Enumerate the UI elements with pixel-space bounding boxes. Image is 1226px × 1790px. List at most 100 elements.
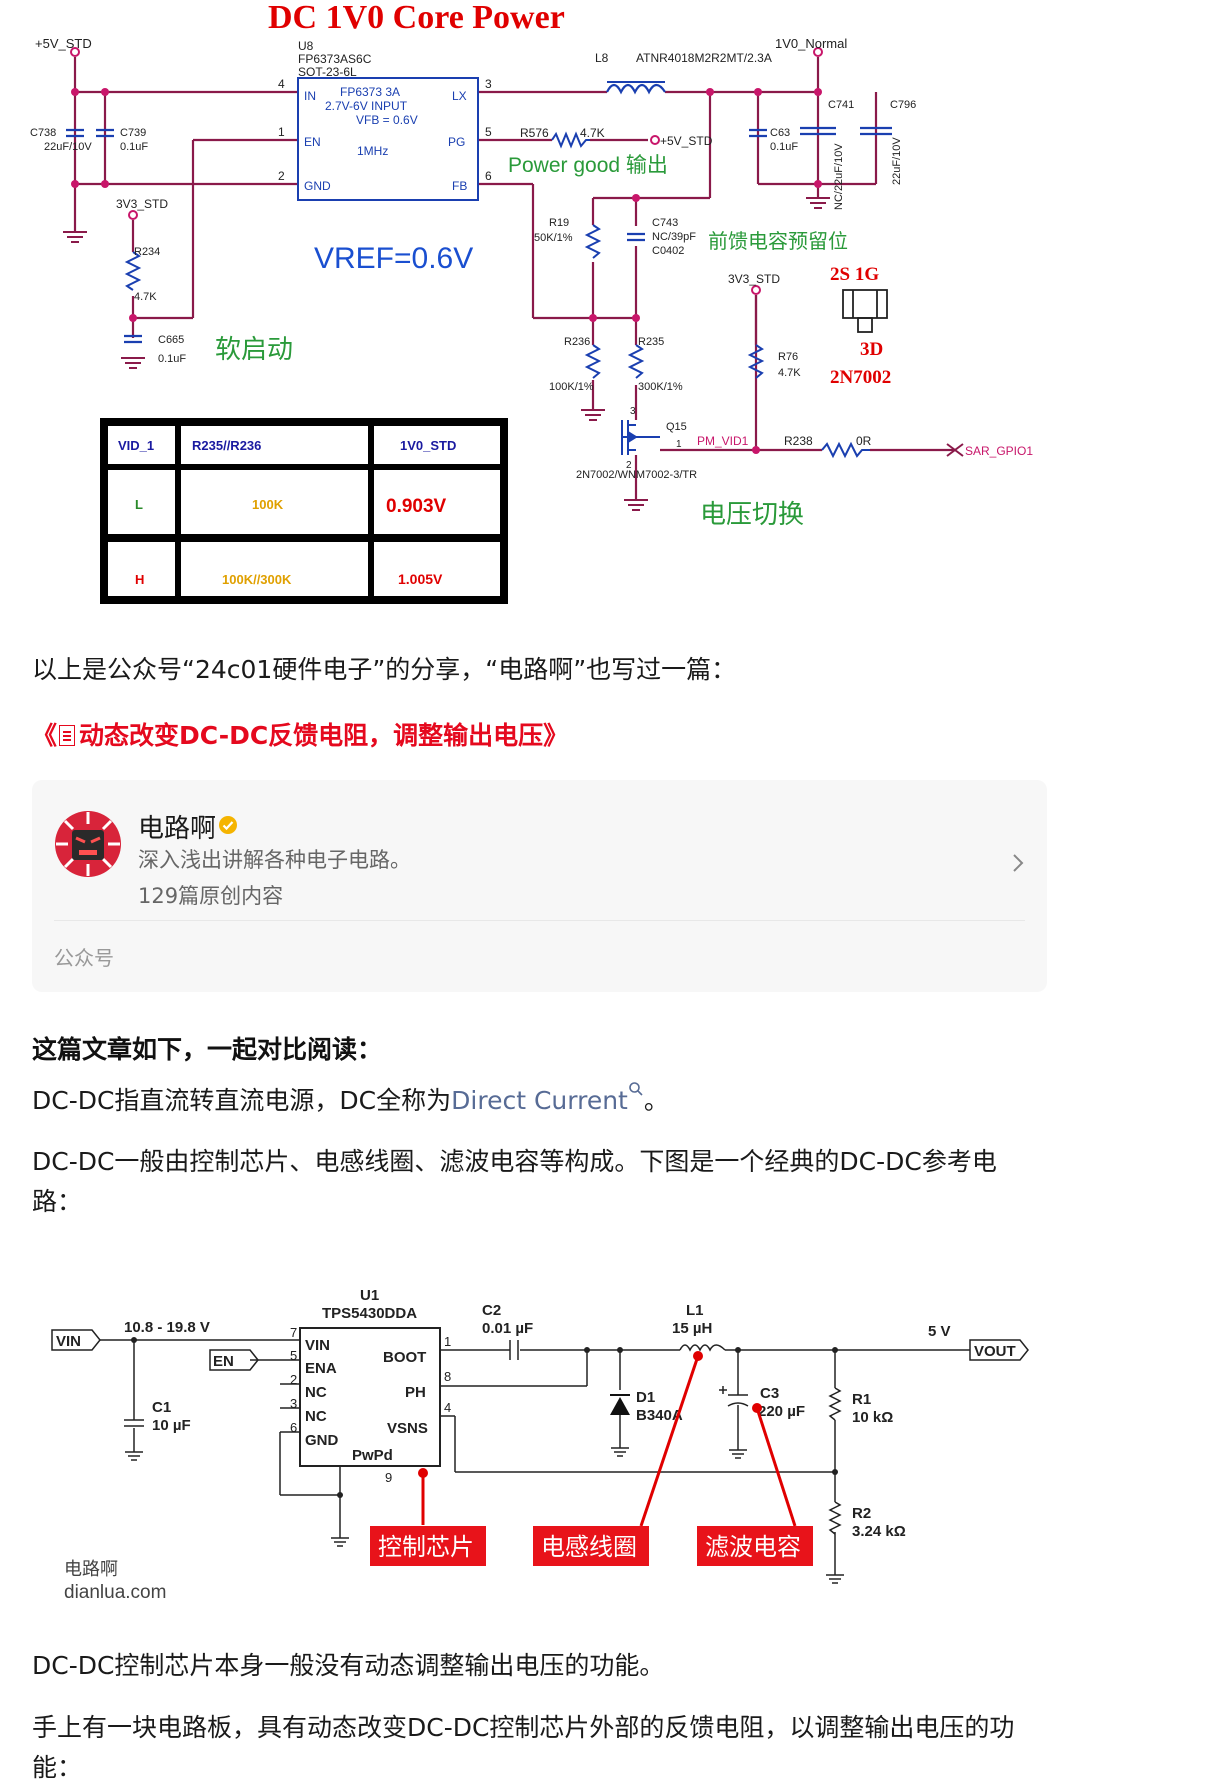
u1-part: TPS5430DDA	[322, 1305, 417, 1322]
paragraph-dc-definition: DC-DC指直流转直流电源，DC全称为Direct Current 。	[32, 1081, 669, 1121]
account-avatar	[55, 811, 121, 877]
r76-val: 4.7K	[778, 367, 801, 379]
c3-val: 220 µF	[758, 1403, 805, 1420]
paragraph-board-2: 能：	[32, 1753, 83, 1782]
pkg-label-2s-1g: 2S 1G	[830, 264, 879, 285]
u8-pin-num-3: 3	[485, 77, 492, 91]
q15-pin-g: 1	[676, 439, 682, 450]
link-title[interactable]: 动态改变DC-DC反馈电阻，调整输出电压	[79, 721, 544, 750]
r2-val: 3.24 kΩ	[852, 1523, 906, 1540]
l1-val: 15 µH	[672, 1320, 712, 1337]
net-5v-std: +5V_STD	[35, 36, 92, 51]
vid-table: VID_1 R235//R236 1V0_STD L 100K 0.903V H…	[100, 418, 508, 604]
u8-pin-num-2: 2	[278, 169, 285, 183]
sot23-package-outline	[842, 289, 888, 333]
d1-diode-symbol	[610, 1397, 630, 1415]
u8-block-freq: 1MHz	[357, 144, 388, 158]
u1-pin-nc: NC	[305, 1408, 327, 1425]
schematic-title: DC 1V0 Core Power	[268, 0, 565, 36]
r1-ref: R1	[852, 1391, 871, 1408]
account-article-count: 129篇原创内容	[138, 884, 284, 908]
r236-val: 100K/1%	[549, 381, 594, 393]
link-suffix: 》	[543, 721, 569, 750]
r19-ref: R19	[549, 217, 569, 229]
para1-text: DC-DC指直流转直流电源，DC全称为	[32, 1086, 452, 1115]
c739-val: 0.1uF	[120, 141, 148, 153]
l8-inductor-symbol	[606, 83, 666, 95]
r76-ref: R76	[778, 351, 798, 363]
paragraph-board-1: 手上有一块电路板，具有动态改变DC-DC控制芯片外部的反馈电阻，以调整输出电压的…	[32, 1713, 1015, 1742]
u8-pin-num-5: 5	[485, 125, 492, 139]
c743-pkg: C0402	[652, 245, 684, 257]
net-sar-gpio1: SAR_GPIO1	[965, 444, 1033, 458]
u1-pin-gnd: GND	[305, 1432, 339, 1449]
c738-val: 22uF/10V	[44, 141, 92, 153]
c796-val: 22uF/10V	[891, 137, 903, 185]
r1-val: 10 kΩ	[852, 1409, 893, 1426]
u8-pin-num-6: 6	[485, 169, 492, 183]
r234-val: 4.7K	[134, 291, 157, 303]
u1-pin-ph: PH	[405, 1384, 426, 1401]
u1-pin-num: 9	[385, 1470, 392, 1485]
c743-val: NC/39pF	[652, 231, 696, 243]
c739-ref: C739	[120, 127, 146, 139]
search-icon[interactable]	[628, 1081, 644, 1097]
q15-mosfet-symbol	[621, 420, 660, 455]
u8-part: FP6373AS6C	[298, 52, 372, 66]
u8-pin-gnd: GND	[304, 179, 331, 193]
u8-package: SOT-23-6L	[298, 65, 357, 79]
d1-ref: D1	[636, 1389, 655, 1406]
chevron-right-icon[interactable]	[1011, 852, 1025, 874]
c796-ref: C796	[890, 99, 916, 111]
power-good-label: Power good 输出	[508, 154, 668, 177]
vref-label: VREF=0.6V	[314, 242, 473, 275]
table-cell: 100K	[252, 497, 284, 512]
c63-val: 0.1uF	[770, 141, 798, 153]
table-cell: L	[135, 497, 143, 512]
article-link[interactable]: 《动态改变DC-DC反馈电阻，调整输出电压》	[32, 716, 568, 752]
paragraph-no-dynamic: DC-DC控制芯片本身一般没有动态调整输出电压的功能。	[32, 1651, 665, 1680]
c665-val: 0.1uF	[158, 353, 186, 365]
table-header-vid: VID_1	[118, 438, 154, 453]
r2-ref: R2	[852, 1505, 871, 1522]
u1-pin-ena: ENA	[305, 1360, 337, 1377]
paragraph-dc-composition-1: DC-DC一般由控制芯片、电感线圈、滤波电容等构成。下图是一个经典的DC-DC参…	[32, 1147, 997, 1176]
tag-control-chip: 控制芯片	[378, 1534, 474, 1561]
u1-pin-pwpd: PwPd	[352, 1447, 393, 1464]
net-3v3-std-right: 3V3_STD	[728, 272, 780, 286]
vin-range: 10.8 - 19.8 V	[124, 1319, 210, 1336]
q15-part: 2N7002/WNM7002-3/TR	[576, 469, 697, 481]
u8-block-input: 2.7V-6V INPUT	[325, 99, 408, 113]
c743-ref: C743	[652, 217, 678, 229]
u1-pin-num: 6	[290, 1420, 297, 1435]
c63-ref: C63	[770, 127, 790, 139]
para1-end: 。	[643, 1086, 669, 1115]
r235-ref: R235	[638, 336, 664, 348]
u8-block-vfb: VFB = 0.6V	[356, 113, 418, 127]
account-name: 电路啊	[138, 814, 217, 844]
u1-pin-num: 4	[444, 1400, 451, 1415]
c738-ref: C738	[30, 127, 56, 139]
c2-ref: C2	[482, 1302, 501, 1319]
table-cell: 0.903V	[386, 496, 447, 517]
u1-pin-num: 8	[444, 1369, 451, 1384]
u1-pin-nc: NC	[305, 1384, 327, 1401]
tag-filter-cap: 滤波电容	[705, 1534, 801, 1561]
u8-pin-pg: PG	[448, 135, 465, 149]
direct-current-link[interactable]: Direct Current	[451, 1086, 628, 1115]
account-card[interactable]: 电路啊 深入浅出讲解各种电子电路。 129篇原创内容 公众号	[32, 780, 1047, 992]
pkg-label-3d: 3D	[860, 339, 883, 360]
q15-pin-s: 2	[626, 460, 632, 471]
pkg-label-2n7002: 2N7002	[830, 367, 891, 388]
c3-ref: C3	[760, 1385, 779, 1402]
watermark-cn: 电路啊	[64, 1559, 118, 1579]
paragraph-dc-composition-2: 路：	[32, 1187, 83, 1216]
net-3v3-std-left: 3V3_STD	[116, 197, 168, 211]
u8-pin-num-1: 1	[278, 125, 285, 139]
en-tag: EN	[213, 1353, 234, 1370]
c665-ref: C665	[158, 334, 184, 346]
u1-pin-num: 3	[290, 1396, 297, 1411]
c741-val: NC/22uF/10V	[833, 143, 845, 210]
u8-ref: U8	[298, 39, 314, 53]
u1-pin-vsns: VSNS	[387, 1420, 428, 1437]
